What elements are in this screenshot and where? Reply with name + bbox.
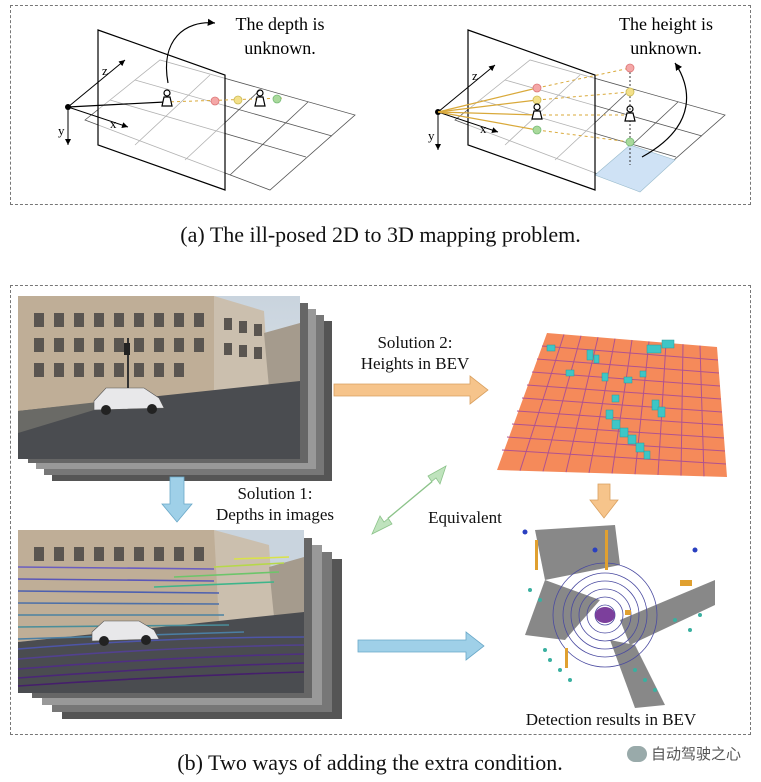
detection-scatter xyxy=(528,588,702,692)
solution1-label: Solution 1: Depths in images xyxy=(180,483,370,525)
street-photo xyxy=(18,296,300,459)
depth-label-line2: unknown. xyxy=(244,38,316,58)
solution1-title: Solution 1: xyxy=(237,484,313,503)
right-axis-y: y xyxy=(428,128,435,143)
right-far-point-red xyxy=(625,63,635,73)
street-photo-car xyxy=(93,387,165,415)
right-near-point-red xyxy=(532,83,542,93)
left-point-green xyxy=(272,94,282,104)
right-far-point-green xyxy=(625,137,635,147)
depth-photo xyxy=(17,530,305,693)
solution2-arrow xyxy=(333,375,489,405)
bev-cubes xyxy=(546,339,675,460)
depth-image-stack xyxy=(17,530,342,719)
watermark-text: 自动驾驶之心 xyxy=(650,745,741,763)
solution1-arrow xyxy=(161,476,193,523)
left-ray xyxy=(67,101,166,108)
left-image-plane xyxy=(97,29,226,191)
detection-bev xyxy=(505,520,720,710)
street-image-stack xyxy=(18,296,332,481)
bev-to-detection-arrow xyxy=(589,483,619,519)
left-person-icon-near xyxy=(161,89,173,107)
depth-label-line1: The depth is xyxy=(236,14,325,34)
depth-photo-car xyxy=(91,620,160,646)
right-rays xyxy=(437,87,538,131)
right-axis-x: x xyxy=(480,121,487,136)
right-axis-z: z xyxy=(472,68,478,83)
right-near-point-green xyxy=(532,125,542,135)
solution1-desc: Depths in images xyxy=(215,505,335,524)
equivalent-arrow xyxy=(371,465,447,535)
left-point-red xyxy=(210,96,220,106)
caption-a: (a) The ill-posed 2D to 3D mapping probl… xyxy=(180,222,581,247)
right-bev-cell xyxy=(594,144,676,193)
left-axis-y: y xyxy=(58,123,65,138)
panel-a-diagram: z x y The depth is unknown. z x y xyxy=(58,14,726,193)
wechat-icon xyxy=(626,745,647,762)
detection-label: Detection results in BEV xyxy=(525,710,697,729)
watermark: 自动驾驶之心 xyxy=(626,743,741,764)
left-point-yellow xyxy=(233,95,243,105)
panel-b-frame xyxy=(10,285,751,735)
left-ray-dashed xyxy=(164,97,286,103)
bev-height-grid xyxy=(497,333,727,477)
panel-a-frame xyxy=(10,5,751,205)
solution2-label: Solution 2: Heights in BEV xyxy=(330,332,500,374)
left-axes xyxy=(65,59,129,145)
right-axes xyxy=(435,64,499,150)
left-person-icon-far xyxy=(254,89,266,107)
depth-scan-lines xyxy=(17,556,305,687)
caption-b: (b) Two ways of adding the extra conditi… xyxy=(177,750,563,775)
equivalent-label: Equivalent xyxy=(428,508,502,527)
right-curved-arrow xyxy=(641,62,688,158)
right-person-icon-near xyxy=(531,103,543,120)
left-axis-x: x xyxy=(110,116,117,131)
right-person-icon-far xyxy=(624,105,636,122)
height-label-line2: unknown. xyxy=(630,38,702,58)
height-label-line1: The height is xyxy=(619,14,713,34)
detection-points xyxy=(535,530,692,668)
right-far-point-yellow xyxy=(625,87,635,97)
solution2-title: Solution 2: xyxy=(377,333,453,352)
solution2-desc: Heights in BEV xyxy=(360,354,470,373)
left-curved-arrow xyxy=(166,18,216,84)
right-image-plane xyxy=(467,29,596,191)
right-rays-dashed xyxy=(536,67,631,143)
depth-to-detection-arrow xyxy=(357,631,485,661)
left-axis-z: z xyxy=(102,63,108,78)
